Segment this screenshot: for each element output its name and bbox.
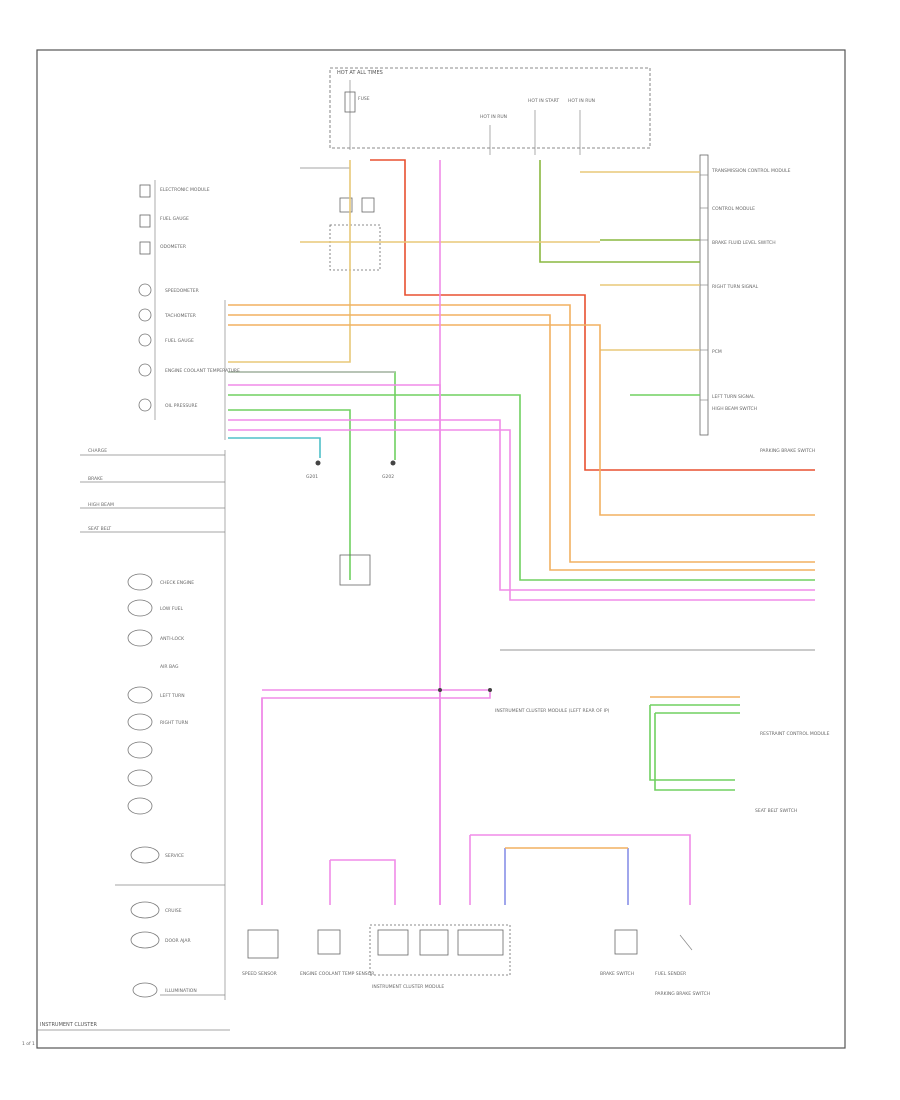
svg-text:G202: G202 <box>382 474 394 480</box>
indicator-label-10: HIGH BEAM <box>88 502 114 508</box>
ground-g202: G202 <box>382 460 396 480</box>
diagram-border <box>36 49 846 1049</box>
corner-label: 1 of 1 <box>22 1041 35 1047</box>
right-label-seat-belt: SEAT BELT SWITCH <box>755 808 797 814</box>
right-label-cm: CONTROL MODULE <box>712 206 755 212</box>
ground-g201: G201 <box>306 460 321 480</box>
component-park-brake: PARKING BRAKE SWITCH <box>655 991 710 997</box>
power-source-label: HOT AT ALL TIMES <box>337 70 383 76</box>
right-label-park-brake: PARKING BRAKE SWITCH <box>760 448 815 454</box>
indicator-label-11: SEAT BELT <box>88 526 111 532</box>
cluster-left-column: ELECTRONIC MODULE FUEL GAUGE ODOMETER SP… <box>138 180 240 420</box>
indicator-label-5: FUEL GAUGE <box>165 338 194 344</box>
indicator-label-19: CRUISE <box>165 908 182 914</box>
indicator-label-4: TACHOMETER <box>164 313 196 319</box>
indicator-label-6: ENGINE COOLANT TEMPERATURE <box>165 368 240 374</box>
indicator-label-21: ILLUMINATION <box>165 988 197 994</box>
indicator-label-0: ELECTRONIC MODULE <box>160 187 210 193</box>
indicator-label-7: OIL PRESSURE <box>165 403 198 409</box>
indicator-label-18: SERVICE <box>165 853 184 859</box>
hot-in-start-label: HOT IN START <box>528 98 559 104</box>
indicator-label-12: CHECK ENGINE <box>160 580 194 586</box>
component-ect-sensor: ENGINE COOLANT TEMP SENSOR <box>300 971 374 977</box>
hot-in-run-label-1: HOT IN RUN <box>480 114 507 120</box>
mid-connector: INSTRUMENT CLUSTER MODULE (LEFT REAR OF … <box>339 554 610 714</box>
indicator-label-20: DOOR AJAR <box>165 938 191 944</box>
center-caption: INSTRUMENT CLUSTER MODULE (LEFT REAR OF … <box>495 708 610 714</box>
component-speed-sensor: SPEED SENSOR <box>242 971 277 977</box>
indicator-label-8: CHARGE <box>88 448 107 454</box>
component-ic-module: INSTRUMENT CLUSTER MODULE <box>372 984 444 990</box>
indicator-label-16: LEFT TURN <box>160 693 185 699</box>
indicator-label-17: RIGHT TURN <box>160 720 188 726</box>
right-label-pcm: PCM <box>712 349 722 355</box>
relay-block <box>300 167 381 271</box>
right-label-rt-turn: RIGHT TURN SIGNAL <box>712 284 759 290</box>
indicator-label-13: LOW FUEL <box>160 606 183 612</box>
bottom-components: SPEED SENSOR ENGINE COOLANT TEMP SENSOR … <box>242 924 710 997</box>
fuse-panel: HOT AT ALL TIMES FUSE HOT IN RUN HOT IN … <box>329 67 651 155</box>
svg-text:G201: G201 <box>306 474 318 480</box>
component-fuel-sender: FUEL SENDER <box>655 971 686 977</box>
right-connector-stack: TRANSMISSION CONTROL MODULE CONTROL MODU… <box>699 154 830 814</box>
right-label-brake-fluid: BRAKE FLUID LEVEL SWITCH <box>712 240 776 246</box>
hot-in-run-label-2: HOT IN RUN <box>568 98 595 104</box>
indicator-label-2: ODOMETER <box>160 244 186 250</box>
indicator-label-14: ANTI-LOCK <box>160 636 185 642</box>
footer-title: INSTRUMENT CLUSTER <box>40 1022 98 1028</box>
indicator-label-3: SPEEDOMETER <box>165 288 199 294</box>
indicator-bulbs: CHARGE BRAKE HIGH BEAM SEAT BELT CHECK E… <box>80 448 225 998</box>
wires <box>228 159 815 905</box>
right-label-tcm: TRANSMISSION CONTROL MODULE <box>711 168 791 174</box>
right-label-high-beam: HIGH BEAM SWITCH <box>712 406 757 412</box>
right-label-lt-turn: LEFT TURN SIGNAL <box>712 394 755 400</box>
indicator-label-1: FUEL GAUGE <box>160 216 189 222</box>
fuse-label: FUSE <box>358 96 370 102</box>
indicator-label-15: AIR BAG <box>160 664 179 670</box>
component-brake-switch: BRAKE SWITCH <box>600 971 634 977</box>
right-label-rcm: RESTRAINT CONTROL MODULE <box>760 731 830 737</box>
indicator-label-9: BRAKE <box>88 476 103 482</box>
